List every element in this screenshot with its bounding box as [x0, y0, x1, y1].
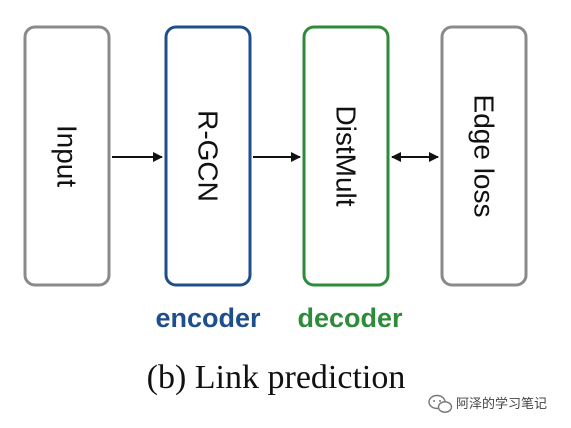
watermark-text: 阿泽的学习笔记	[456, 396, 547, 412]
rgcn-box	[164, 25, 252, 287]
rgcn-label: R-GCN	[193, 110, 224, 202]
decoder-label: decoder	[297, 303, 403, 333]
figure-caption: (b) Link prediction	[147, 359, 406, 396]
encoder-label: encoder	[155, 303, 261, 333]
watermark: 阿泽的学习笔记	[428, 394, 547, 413]
distmult-box	[302, 25, 390, 287]
rgcn-node: R-GCN	[164, 25, 252, 287]
input-label: Input	[52, 125, 83, 187]
wechat-icon	[428, 394, 453, 413]
edge-loss-node: Edge loss	[440, 25, 528, 287]
edge-loss-box	[440, 25, 528, 287]
input-node: Input	[23, 25, 111, 287]
edge-loss-label: Edge loss	[469, 95, 500, 218]
distmult-label: DistMult	[331, 105, 362, 206]
distmult-node: DistMult	[302, 25, 390, 287]
input-box	[23, 25, 111, 287]
